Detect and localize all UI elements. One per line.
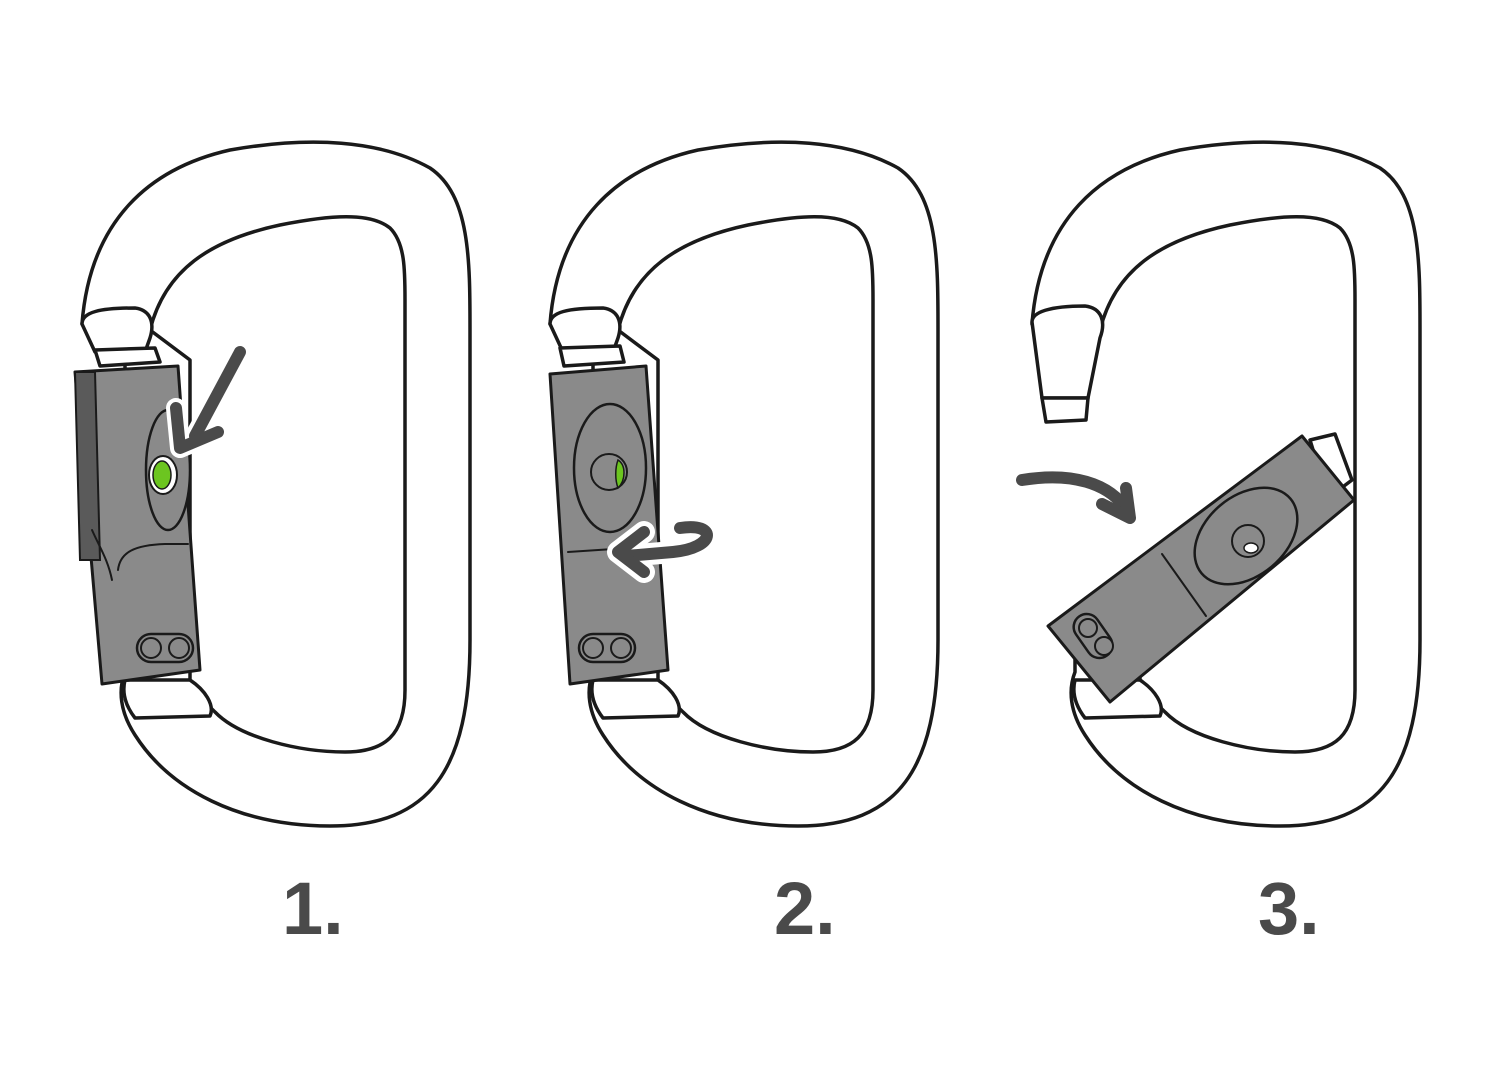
green-indicator-icon	[148, 455, 178, 495]
step-1: 1.	[73, 140, 472, 950]
gate-icon	[1046, 432, 1356, 704]
step-1-label: 1.	[282, 867, 344, 950]
press-arrow-icon	[166, 342, 250, 458]
carabiner-icon	[548, 140, 940, 828]
carabiner-icon	[80, 140, 472, 828]
gate-icon	[548, 344, 670, 686]
rotate-arrow-icon	[607, 516, 718, 583]
swing-arrow-icon	[1016, 471, 1136, 524]
step-2: 2.	[548, 140, 940, 950]
step-3-label: 3.	[1258, 867, 1320, 950]
gate-icon	[73, 346, 202, 686]
step-3: 3.	[1016, 140, 1422, 950]
step-2-label: 2.	[774, 867, 836, 950]
